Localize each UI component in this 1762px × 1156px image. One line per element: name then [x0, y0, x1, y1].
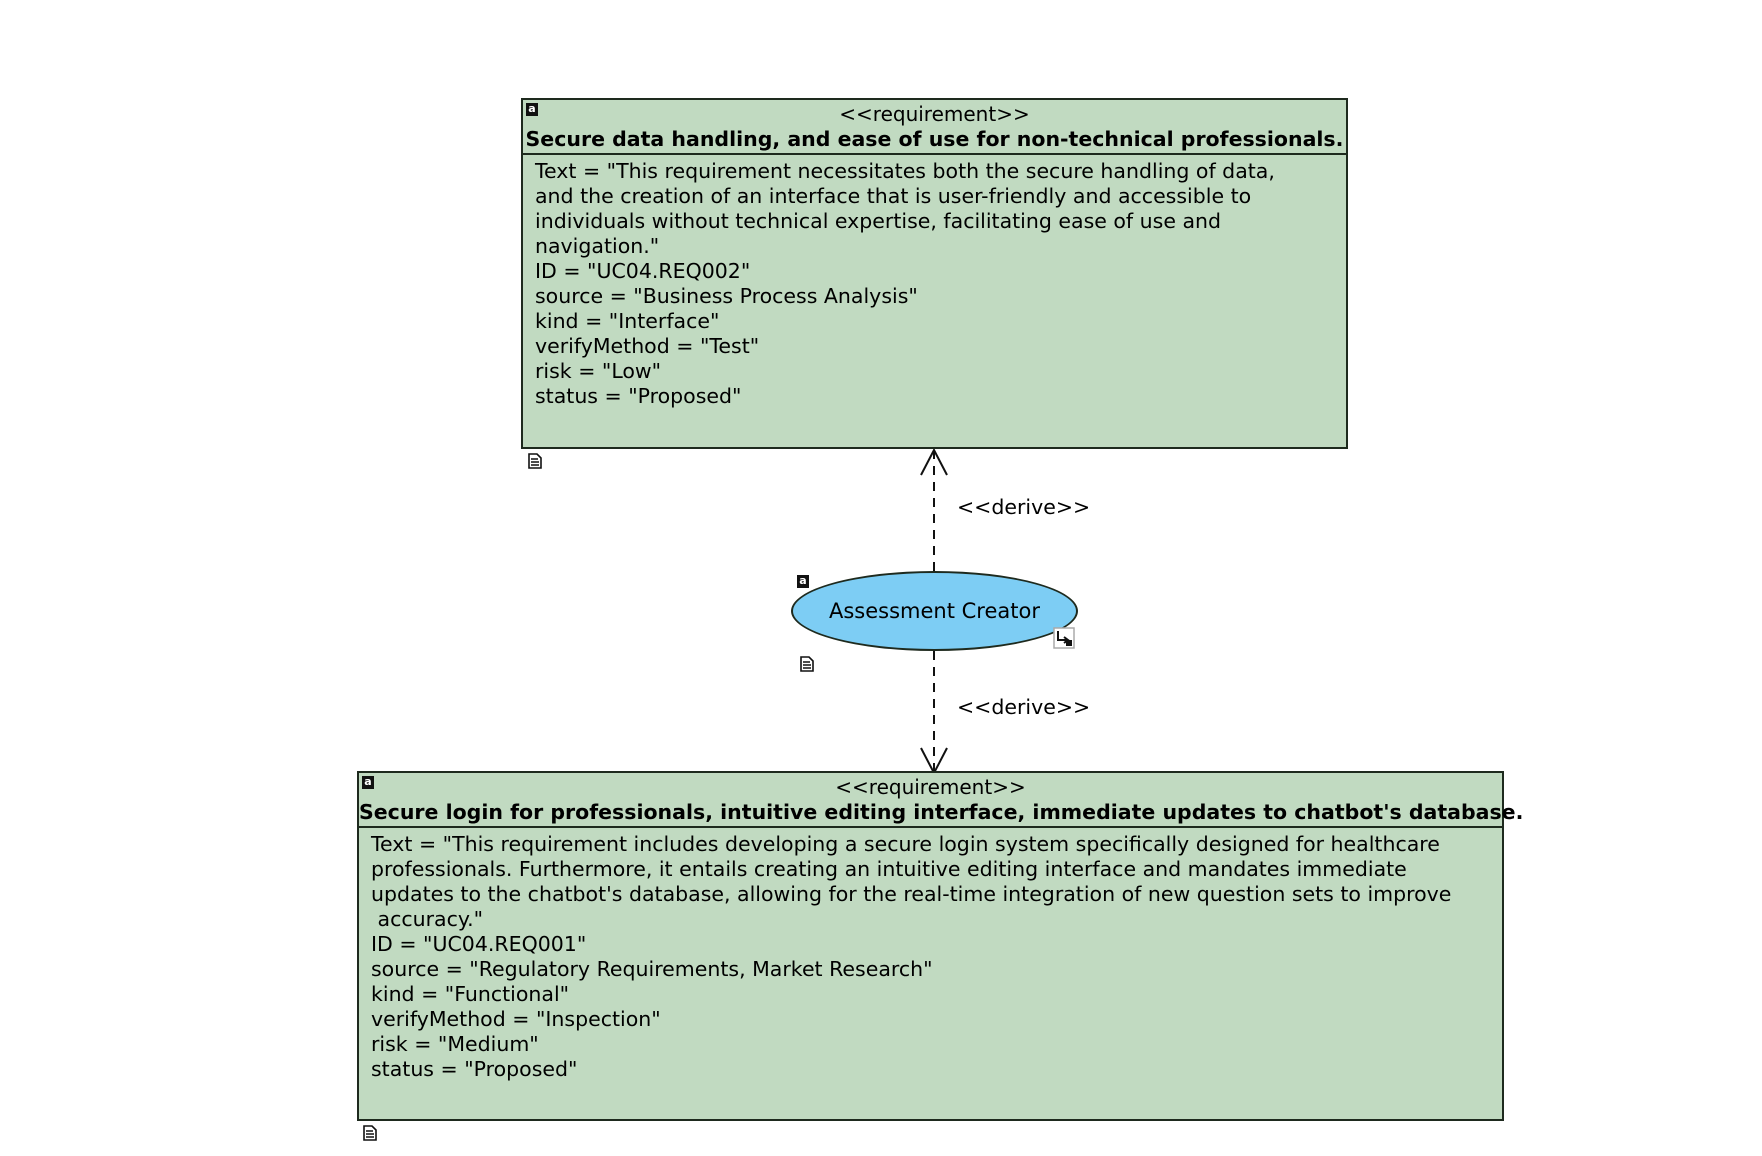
- property-verify-method: verifyMethod = "Inspection": [371, 1007, 661, 1031]
- hyperlink-icon[interactable]: [1053, 627, 1075, 649]
- derive-label-top: <<derive>>: [957, 495, 1091, 519]
- property-source: source = "Business Process Analysis": [535, 284, 918, 308]
- property-kind: kind = "Interface": [535, 309, 720, 333]
- derive-label-bottom: <<derive>>: [957, 695, 1091, 719]
- stereotype-label: <<requirement>>: [835, 775, 1026, 799]
- requirement-header: a <<requirement>> Secure data handling, …: [523, 100, 1346, 155]
- document-icon[interactable]: [528, 453, 542, 469]
- document-icon[interactable]: [800, 656, 814, 672]
- property-line: Text = "This requirement includes develo…: [371, 832, 1440, 856]
- property-line: accuracy.": [371, 907, 484, 931]
- property-line: individuals without technical expertise,…: [535, 209, 1222, 233]
- element-marker-icon: a: [797, 575, 809, 588]
- element-marker-icon: a: [526, 103, 538, 116]
- property-source: source = "Regulatory Requirements, Marke…: [371, 957, 933, 981]
- property-risk: risk = "Low": [535, 359, 662, 383]
- property-id: ID = "UC04.REQ002": [535, 259, 751, 283]
- property-kind: kind = "Functional": [371, 982, 570, 1006]
- requirement-header: a <<requirement>> Secure login for profe…: [359, 773, 1524, 828]
- property-line: updates to the chatbot's database, allow…: [371, 882, 1452, 906]
- property-status: status = "Proposed": [535, 384, 742, 408]
- property-verify-method: verifyMethod = "Test": [535, 334, 760, 358]
- requirement-properties: Text = "This requirement necessitates bo…: [523, 155, 1346, 409]
- property-risk: risk = "Medium": [371, 1032, 539, 1056]
- element-marker-icon: a: [362, 776, 374, 789]
- derive-relation-top[interactable]: [920, 447, 948, 571]
- property-line: professionals. Furthermore, it entails c…: [371, 857, 1407, 881]
- requirement-title: Secure data handling, and ease of use fo…: [525, 127, 1344, 151]
- requirement-title: Secure login for professionals, intuitiv…: [359, 800, 1524, 824]
- property-line: navigation.": [535, 234, 660, 258]
- property-status: status = "Proposed": [371, 1057, 578, 1081]
- use-case-assessment-creator[interactable]: Assessment Creator: [791, 571, 1078, 651]
- property-id: ID = "UC04.REQ001": [371, 932, 587, 956]
- requirement-block-bottom[interactable]: a <<requirement>> Secure login for profe…: [357, 771, 1524, 1121]
- property-line: and the creation of an interface that is…: [535, 184, 1252, 208]
- document-icon[interactable]: [363, 1125, 377, 1141]
- stereotype-label: <<requirement>>: [839, 102, 1030, 126]
- property-line: Text = "This requirement necessitates bo…: [535, 159, 1275, 183]
- derive-relation-bottom[interactable]: [920, 651, 948, 776]
- requirement-properties: Text = "This requirement includes develo…: [359, 828, 1502, 1082]
- requirement-block-top[interactable]: a <<requirement>> Secure data handling, …: [521, 98, 1348, 449]
- use-case-label: Assessment Creator: [829, 599, 1040, 623]
